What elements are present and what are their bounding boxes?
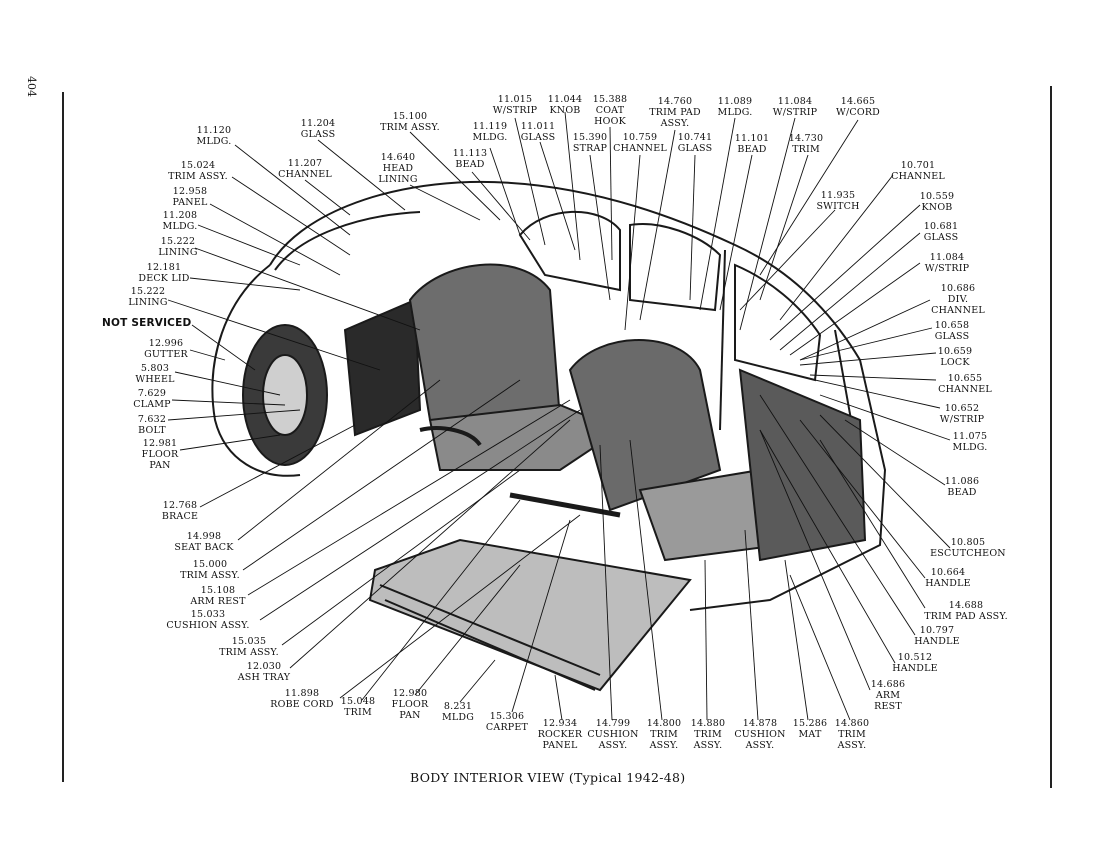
- right-margin-rule: [1050, 86, 1052, 788]
- label-not-serviced: NOT SERVICED: [102, 317, 192, 329]
- figure-caption: BODY INTERIOR VIEW (Typical 1942-48): [410, 770, 686, 785]
- left-margin-rule: [62, 92, 64, 782]
